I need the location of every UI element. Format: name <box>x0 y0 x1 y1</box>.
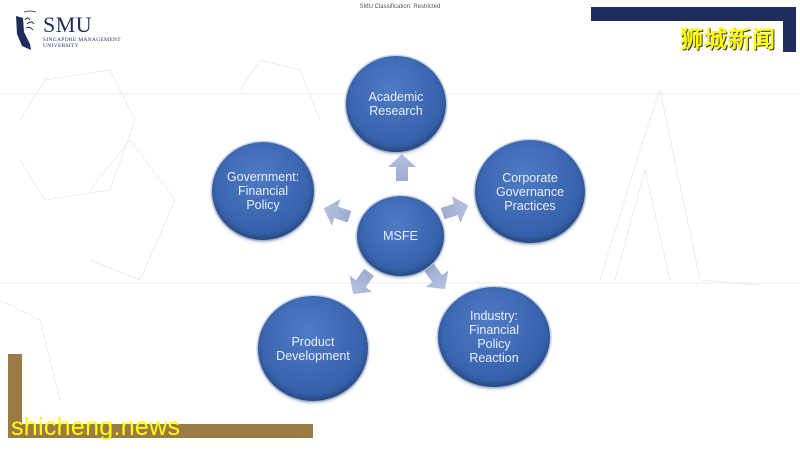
arrow-lower-left-icon <box>349 268 374 295</box>
node-academic-research: Academic Research <box>346 56 446 152</box>
smu-logo: SMU SINGAPORE MANAGEMENT UNIVERSITY <box>14 10 154 52</box>
arrow-lower-right-icon <box>424 263 449 290</box>
node-label: Academic Research <box>368 90 424 118</box>
arrow-up-icon <box>388 154 416 181</box>
arrow-left-icon <box>323 199 352 226</box>
node-label: Government: Financial Policy <box>226 170 300 212</box>
watermark-site: shicheng.news <box>11 413 181 441</box>
top-navy-bar <box>591 7 796 21</box>
watermark-title-cn: 狮城新闻 <box>680 26 776 52</box>
node-label: Corporate Governance Practices <box>495 170 565 213</box>
node-industry-policy-reaction: Industry: Financial Policy Reaction <box>438 287 550 387</box>
logo-wordmark: SMU <box>43 12 93 37</box>
top-navy-bar-vertical <box>783 7 796 52</box>
node-label: Industry: Financial Policy Reaction <box>468 309 520 365</box>
smu-crest-icon <box>16 10 37 50</box>
center-node-label: MSFE <box>383 229 418 243</box>
logo-subtitle: SINGAPORE MANAGEMENT UNIVERSITY <box>43 37 121 49</box>
node-label: Product Development <box>276 334 350 363</box>
node-product-development: Product Development <box>258 296 368 401</box>
center-node-msfe: MSFE <box>357 196 444 276</box>
arrow-upper-right-icon <box>440 196 469 223</box>
bottom-gold-bar-vertical <box>8 354 22 438</box>
bottom-gold-bar <box>8 424 313 438</box>
node-corporate-governance: Corporate Governance Practices <box>475 140 585 243</box>
node-government-policy: Government: Financial Policy <box>212 142 314 240</box>
classification-label: SMU Classification: Restricted <box>359 4 441 10</box>
